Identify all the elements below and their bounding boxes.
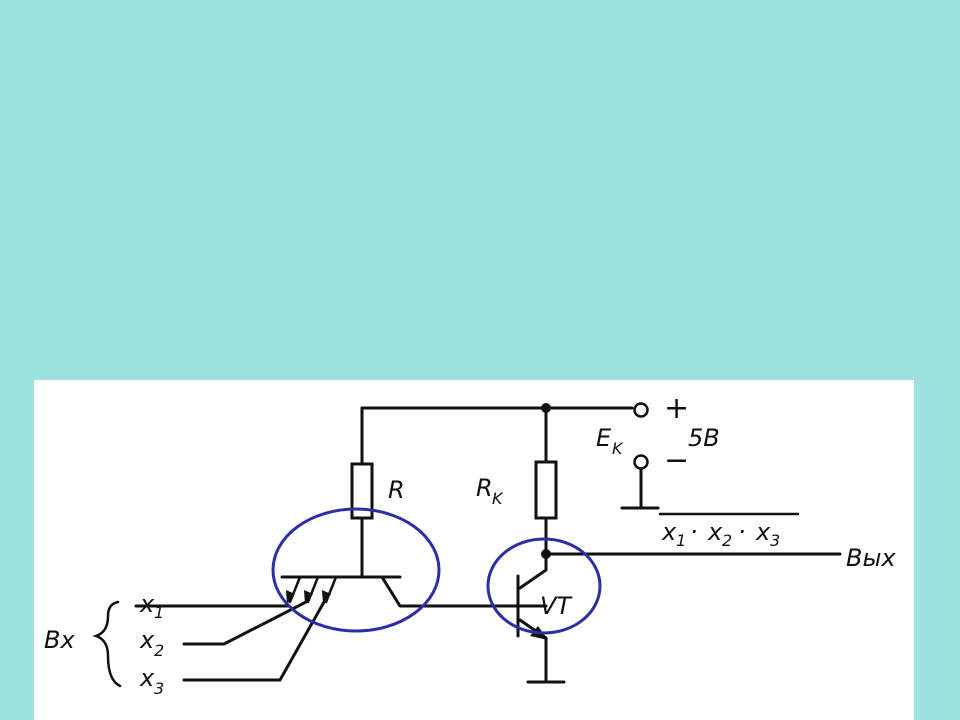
svg-text:x: x [707,518,723,546]
svg-text:3: 3 [770,531,780,550]
svg-text:2: 2 [722,531,732,550]
multi-emitter-highlight [271,507,441,633]
resistor-r [350,462,374,579]
multi-emitter-transistor [134,575,548,682]
svg-text:·: · [738,518,746,546]
plus-sign: + [664,391,689,426]
svg-text:1: 1 [676,531,686,550]
resistor-rk-subscript: K [492,489,504,508]
output-label: Вых [846,544,896,572]
svg-text:x: x [755,518,771,546]
svg-text:·: · [690,518,698,546]
minus-sign: − [664,443,689,478]
diagram-panel: R R K + 5В − E K VT Вых Вх x 1 x 2 x 3 x… [34,380,914,720]
input-x1-subscript: 1 [154,603,164,622]
voltage-label: 5В [688,424,720,452]
input-x3-label: x [139,664,155,692]
resistor-r-label: R [388,476,405,504]
svg-text:x: x [661,518,677,546]
ttl-nand-circuit: R R K + 5В − E K VT Вых Вх x 1 x 2 x 3 x… [44,391,896,698]
input-x3-subscript: 3 [154,679,164,698]
resistor-rk-label: R [476,474,493,502]
transistor-highlight [486,537,602,635]
supply-label: E [596,424,612,452]
output-expression: x 1 · x 2 · x 3 [661,518,780,550]
supply-minus-terminal [620,454,660,510]
supply-plus-terminal [633,402,649,418]
input-group-label: Вх [44,626,75,654]
supply-subscript: K [612,439,624,458]
input-x1-label: x [139,590,155,618]
transistor-label: VT [540,592,573,620]
input-brace [92,600,122,688]
resistor-rk [534,406,558,556]
input-x2-subscript: 2 [154,641,164,660]
input-x2-label: x [139,626,155,654]
